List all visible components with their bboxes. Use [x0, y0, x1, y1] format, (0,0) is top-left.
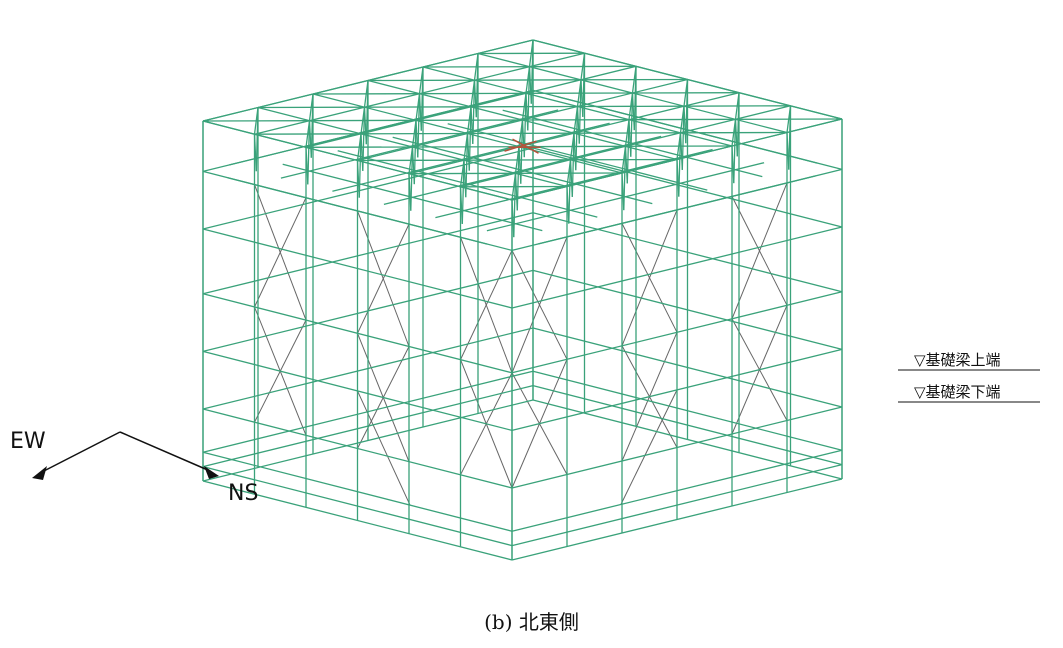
bracing-lines: [254, 182, 788, 506]
frame-beam: [202, 399, 534, 482]
truss-web: [626, 119, 630, 184]
truss-beam: [392, 136, 653, 205]
level-markers: ▽基礎梁上端 ▽基礎梁下端: [898, 351, 1040, 403]
frame-beam: [532, 384, 843, 466]
truss-web: [578, 79, 582, 144]
truss-web: [310, 93, 314, 158]
truss-web: [568, 159, 572, 224]
frame-beam: [532, 327, 843, 408]
truss-web: [468, 106, 472, 171]
truss-beam: [502, 109, 763, 178]
truss-web: [513, 173, 517, 238]
highlight-member: [504, 140, 537, 152]
frame-beam: [532, 147, 843, 228]
truss-web: [465, 133, 469, 198]
face-brace: [357, 223, 410, 334]
truss-web: [623, 146, 627, 211]
axis-indicator: EW NS: [10, 429, 258, 506]
ew-arrow-icon: [32, 466, 47, 480]
frame-beam: [202, 147, 534, 230]
face-brace: [621, 223, 678, 333]
truss-web: [358, 133, 362, 198]
level-label-top: ▽基礎梁上端: [914, 351, 1001, 369]
truss-web: [307, 120, 311, 185]
truss-web: [362, 107, 366, 171]
truss-web: [365, 80, 369, 145]
truss-web: [681, 106, 685, 170]
truss-beam: [337, 150, 598, 218]
truss-web: [520, 119, 524, 184]
truss-web: [417, 93, 421, 158]
face-brace: [460, 250, 513, 360]
truss-web: [475, 53, 479, 118]
frame-beam: [511, 226, 843, 309]
frame-beam: [532, 269, 843, 351]
truss-web: [420, 66, 424, 131]
truss-web: [575, 106, 579, 171]
frame-beam: [511, 478, 843, 561]
frame-beam: [202, 370, 534, 453]
frame-beam: [202, 465, 513, 547]
frame-beam: [532, 370, 843, 451]
frame-beam: [202, 451, 513, 532]
truss-web: [633, 66, 637, 131]
truss-beam: [282, 163, 543, 232]
truss-web: [255, 107, 259, 172]
truss-beam: [447, 123, 708, 191]
truss-web: [788, 105, 792, 170]
face-brace: [731, 196, 788, 306]
truss-web: [582, 53, 586, 117]
truss-web: [527, 66, 531, 131]
frame-beam: [511, 463, 843, 547]
face-brace: [254, 197, 307, 308]
truss-web: [685, 79, 689, 144]
frame-beam: [202, 327, 534, 410]
truss-web: [461, 160, 465, 224]
truss-web: [516, 146, 520, 211]
truss-beam: [229, 96, 507, 166]
truss-web: [736, 92, 740, 157]
frame-beam: [202, 350, 513, 432]
frame-beam: [202, 293, 513, 374]
frame-beam: [511, 449, 843, 532]
ns-axis-label: NS: [228, 481, 258, 506]
frame-beam: [532, 212, 843, 293]
frame-beam: [202, 384, 534, 468]
truss-web: [630, 92, 634, 157]
face-brace: [620, 389, 678, 505]
ew-axis-label: EW: [10, 429, 46, 454]
truss-web: [410, 146, 414, 211]
frame-beam: [202, 212, 534, 295]
ns-arrow-icon: [204, 466, 219, 479]
frame-beam: [202, 480, 513, 561]
truss-beam: [557, 96, 818, 164]
face-brace: [357, 390, 411, 506]
frame-beam: [511, 291, 843, 374]
truss-web: [472, 80, 476, 144]
truss-beam: [538, 175, 816, 245]
figure-caption: (b) 北東側: [484, 610, 579, 634]
truss-web: [530, 39, 534, 104]
frame-beam: [202, 408, 513, 489]
truss-web: [733, 119, 737, 184]
highlight-member: [512, 138, 539, 154]
frame-beam: [511, 406, 843, 489]
face-brace: [511, 250, 568, 360]
truss-web: [571, 133, 575, 197]
level-label-bottom: ▽基礎梁下端: [914, 383, 1001, 401]
truss-web: [678, 132, 682, 197]
frame-beam: [511, 348, 843, 432]
truss-beam: [227, 177, 488, 245]
truss-web: [413, 120, 417, 185]
frame-beam: [202, 269, 534, 353]
highlighted-node: [504, 138, 541, 154]
frame-beam: [202, 228, 513, 309]
frame-grid: [202, 39, 843, 561]
